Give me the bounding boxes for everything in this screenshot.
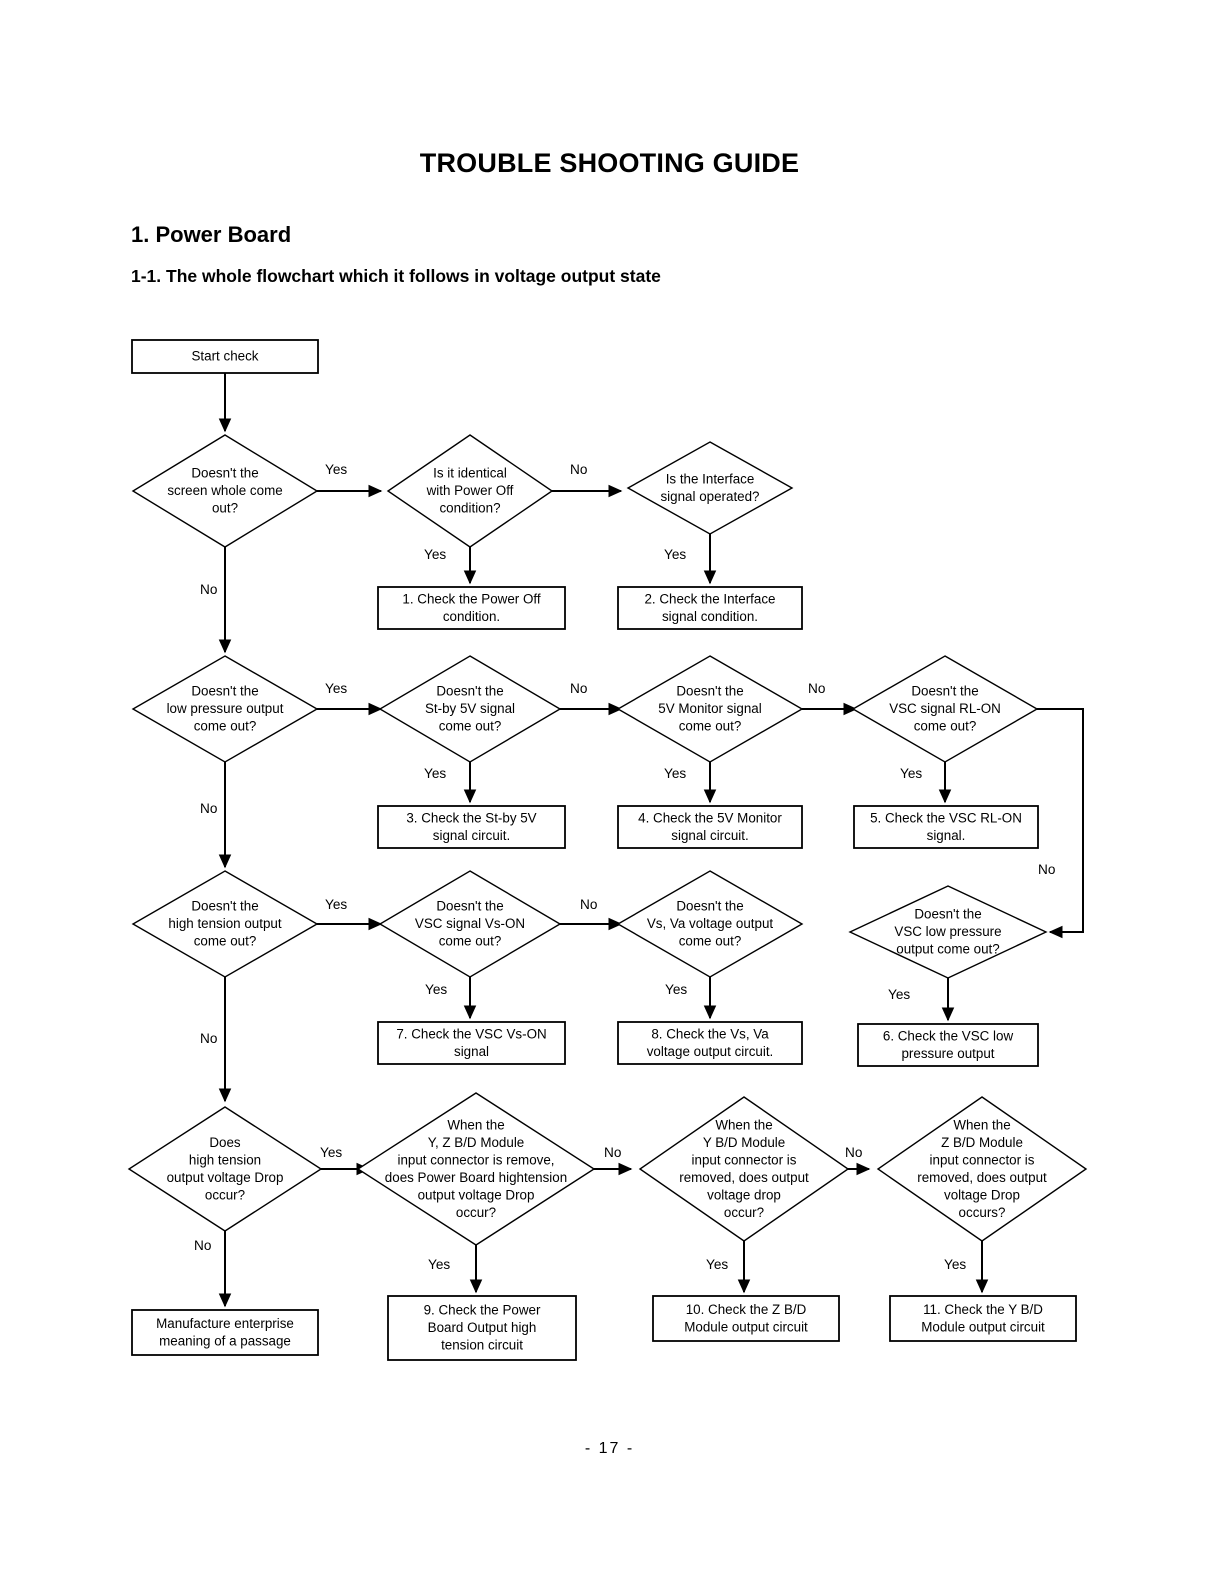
subsection-heading: 1-1. The whole flowchart which it follow… (131, 266, 661, 286)
edge-label-6: No (570, 681, 587, 696)
edge-label-3: Yes (664, 547, 686, 562)
flow-box-a11 (889, 1295, 1077, 1342)
edge-label-13: Yes (325, 897, 347, 912)
edge-label-19: Yes (320, 1145, 342, 1160)
flow-decision-q14 (638, 1096, 850, 1242)
connector-layer (218, 373, 1084, 1308)
edge-label-5: Yes (325, 681, 347, 696)
flow-decision-q9 (378, 870, 562, 978)
section-heading: 1. Power Board (131, 222, 292, 247)
edge-label-12: No (200, 801, 217, 816)
flow-decision-q4 (131, 655, 319, 763)
edge-label-16: Yes (665, 982, 687, 997)
edge-label-8: Yes (424, 766, 446, 781)
flow-box-a4 (617, 805, 803, 849)
edge-label-15: Yes (425, 982, 447, 997)
edge-label-20: No (604, 1145, 621, 1160)
flow-decision-q15 (876, 1096, 1088, 1242)
edge-label-24: Yes (706, 1257, 728, 1272)
flow-box-a3 (377, 805, 566, 849)
edge-label-25: Yes (944, 1257, 966, 1272)
edge-label-21: No (845, 1145, 862, 1160)
flow-box-label-start: Start check (192, 348, 259, 363)
flow-box-start (131, 339, 319, 374)
flow-decision-q12 (127, 1106, 323, 1232)
edge-label-10: Yes (900, 766, 922, 781)
edge-label-17: Yes (888, 987, 910, 1002)
flow-box-a9 (387, 1295, 577, 1361)
flow-decision-q3 (626, 441, 794, 535)
edge-label-23: Yes (428, 1257, 450, 1272)
flow-box-a1 (377, 586, 566, 630)
flow-decision-q6 (616, 655, 804, 763)
edge-label-4: No (200, 582, 217, 597)
edge-label-11: No (1038, 862, 1055, 877)
page-title: TROUBLE SHOOTING GUIDE (419, 148, 800, 178)
flow-decision-q2 (386, 434, 554, 548)
edge-label-7: No (808, 681, 825, 696)
flow-box-a7 (377, 1021, 566, 1065)
flow-decision-q1 (131, 434, 319, 548)
flow-decision-q8 (131, 870, 319, 978)
flow-box-a8 (617, 1021, 803, 1065)
edge-label-0: Yes (325, 462, 347, 477)
flow-box-a6 (857, 1023, 1039, 1067)
edge-label-2: Yes (424, 547, 446, 562)
flow-decision-q10 (616, 870, 804, 978)
flow-box-a5 (853, 805, 1039, 849)
flow-decision-q11 (848, 885, 1048, 979)
flow-decision-q5 (378, 655, 562, 763)
edge-label-22: No (194, 1238, 211, 1253)
flow-box-a2 (617, 586, 803, 630)
flow-decision-q13 (356, 1092, 596, 1246)
flow-box-end (131, 1309, 319, 1356)
flow-box-a10 (652, 1295, 840, 1342)
edge-label-18: No (200, 1031, 217, 1046)
edge-label-1: No (570, 462, 587, 477)
page-number: - 17 - (584, 1440, 635, 1457)
edge-label-9: Yes (664, 766, 686, 781)
flow-decision-q7 (851, 655, 1039, 763)
edge-label-14: No (580, 897, 597, 912)
connector-q7-to-q11 (1037, 708, 1084, 939)
